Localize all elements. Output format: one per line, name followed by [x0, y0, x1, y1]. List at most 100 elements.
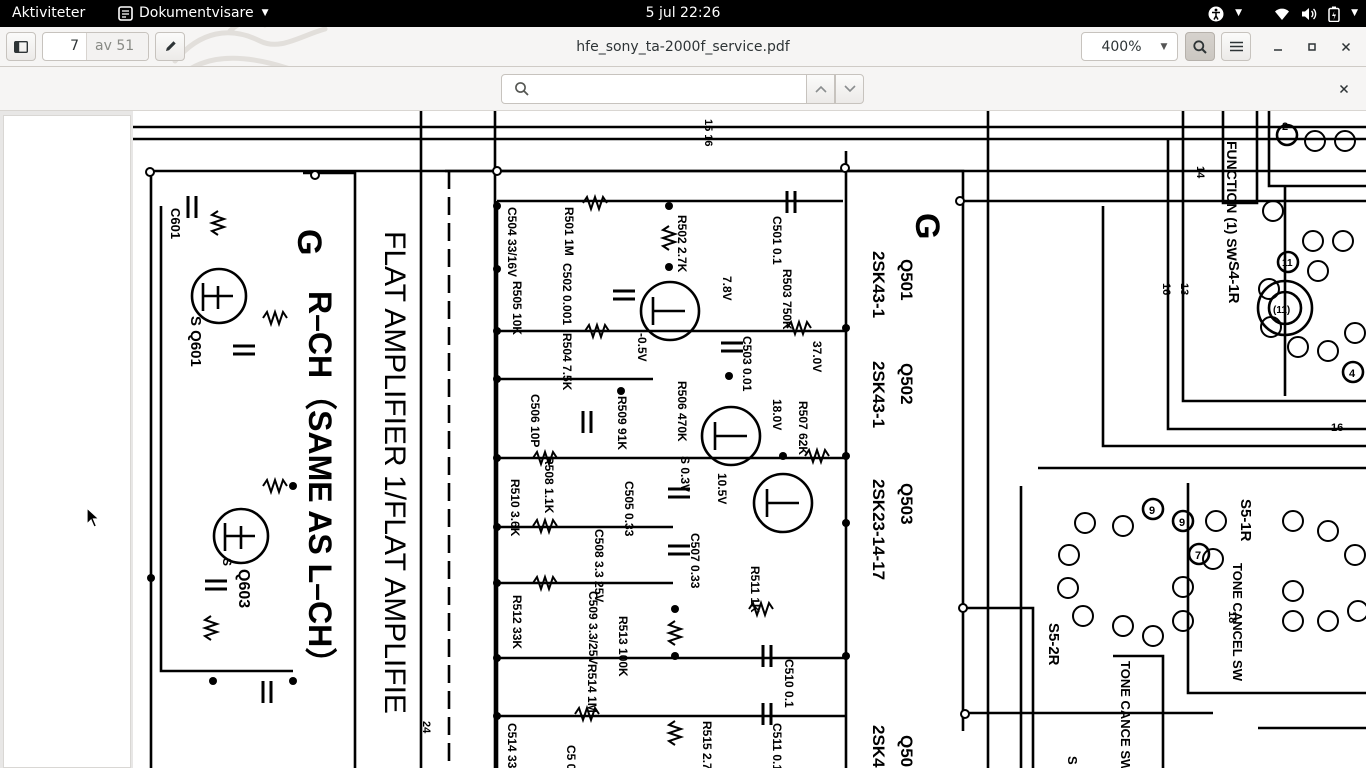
q50x-label: Q50	[897, 735, 916, 767]
r503-label: R503 750K	[780, 269, 794, 330]
document-viewer-icon	[118, 6, 133, 21]
r504-label: R504 7.5K	[560, 333, 574, 391]
r508-label: R508 1.1K	[542, 456, 556, 514]
chevron-down-icon[interactable]: ▼	[1235, 8, 1243, 18]
find-bar	[0, 67, 1366, 111]
clock-label[interactable]: 5 jul 22:26	[645, 5, 721, 21]
document-page[interactable]: G G R–CH（SAME AS L–CH） FLAT AMPLIFIER 1/…	[133, 111, 1366, 768]
wire-13-label: 13	[1178, 283, 1190, 295]
window-title-wrap: hfe_sony_ta-2000f_service.pdf	[0, 27, 1366, 66]
sidebar-toggle-button[interactable]	[6, 32, 36, 61]
pin-9a-label: 9	[1149, 505, 1155, 517]
hamburger-icon	[1229, 41, 1243, 52]
page-number-entry[interactable]: 7 av 51	[42, 32, 149, 61]
c509-label: C509 3.3/25V	[586, 591, 600, 664]
q501-label: Q501	[897, 259, 916, 301]
pin-9b-label: 9	[1179, 517, 1185, 529]
chevron-down-icon	[843, 85, 856, 93]
zoom-value[interactable]: 400%	[1101, 38, 1142, 55]
q503-label: Q503	[897, 483, 916, 525]
q503-type-label: 2SK23-14-17	[869, 479, 888, 580]
q502-type-label: 2SK43-1	[869, 361, 888, 428]
q50x-type-label: 2SK4	[869, 725, 888, 768]
r510-label: R510 3.6K	[508, 479, 522, 537]
s4-1r-label: S4-1R	[1225, 261, 1242, 304]
wire-15-16-label: 15 16	[702, 119, 714, 147]
v-18-label: 18.0V	[770, 399, 784, 430]
c502-label: C502 0.001	[560, 263, 574, 325]
c510-label: C510 0.1	[782, 659, 796, 708]
close-window-button[interactable]	[1332, 32, 1360, 61]
r506-label: R506 470K	[675, 381, 689, 442]
wire-18-label: 18	[1226, 611, 1238, 623]
c514-label: C514 33 16V	[505, 723, 519, 768]
v-105-label: 10.5V	[715, 473, 729, 504]
c504-label: C504 33/16V	[505, 207, 519, 277]
minimize-button[interactable]	[1264, 32, 1292, 61]
maximize-icon	[1308, 42, 1316, 51]
battery-icon[interactable]	[1328, 6, 1340, 22]
activities-label: Aktiviteter	[12, 5, 86, 21]
wire-14-label: 14	[1194, 166, 1206, 179]
pencil-icon	[165, 41, 176, 51]
accessibility-icon[interactable]	[1208, 6, 1224, 22]
current-page-field[interactable]: 7	[43, 33, 87, 60]
page-total-label: av 51	[87, 33, 148, 60]
s-bottom-label: S	[1065, 756, 1080, 765]
c601-label: C601	[168, 208, 183, 239]
app-menu-label: Dokumentvisare	[139, 5, 254, 21]
s5-1r-label: S5-1R	[1237, 499, 1254, 542]
rch-label: R–CH（SAME AS L–CH）	[302, 291, 338, 679]
clock: 5 jul 22:26	[0, 0, 1366, 27]
chevron-down-icon[interactable]: ▼	[1351, 8, 1358, 18]
chevron-down-icon[interactable]: ▼	[1160, 41, 1168, 52]
r512-label: R512 33K	[510, 595, 524, 649]
pin-2-label: 2	[1282, 121, 1288, 133]
c508-label: C508 3.3 25V	[592, 529, 606, 602]
schematic-drawing: G G R–CH（SAME AS L–CH） FLAT AMPLIFIER 1/…	[133, 111, 1366, 768]
wifi-icon[interactable]	[1274, 7, 1290, 21]
close-icon	[1339, 84, 1349, 94]
r501-label: R501 1M	[562, 207, 576, 256]
close-icon	[1341, 42, 1351, 51]
system-tray[interactable]: ▼ ▼	[1208, 0, 1358, 27]
thumbnail-sidebar[interactable]	[3, 115, 131, 768]
pin-4-label: 4	[1349, 368, 1356, 380]
c507-label: C507 0.33	[688, 533, 702, 589]
find-next-button[interactable]	[835, 74, 864, 104]
wire-24-label: 24	[420, 721, 432, 734]
volume-icon[interactable]	[1301, 7, 1317, 21]
maximize-button[interactable]	[1298, 32, 1326, 61]
minimize-icon	[1274, 48, 1282, 51]
close-find-bar-button[interactable]	[1334, 79, 1354, 99]
r509-label: R509 91K	[615, 396, 629, 450]
document-area: G G R–CH（SAME AS L–CH） FLAT AMPLIFIER 1/…	[0, 111, 1366, 768]
pin-11c-label: (11)	[1273, 305, 1290, 316]
tone-cancel-sw-b-label: TONE CANCE SW	[1118, 661, 1133, 768]
c511-label: C511 0.1	[770, 723, 784, 768]
search-input[interactable]	[538, 78, 798, 100]
r514-label: R514 1M	[585, 664, 599, 713]
app-menu[interactable]: Dokumentvisare ▼	[118, 0, 269, 27]
r502-label: R502 2.7K	[675, 215, 689, 273]
c506-label: C506 10P	[528, 394, 542, 447]
main-menu-button[interactable]	[1221, 32, 1251, 61]
r507-label: R507 62K	[796, 401, 810, 455]
search-field[interactable]	[501, 74, 807, 104]
c501-label: C501 0.1	[770, 216, 784, 265]
activities-button[interactable]: Aktiviteter	[12, 0, 85, 27]
chevron-up-icon	[814, 85, 827, 93]
zoom-selector[interactable]: 400% ▼	[1081, 32, 1178, 61]
r505-label: R505 10K	[510, 281, 524, 335]
flat-amp-label: FLAT AMPLIFIER 1/FLAT AMPLIFIE	[378, 231, 411, 714]
find-previous-button[interactable]	[806, 74, 835, 104]
function-sw-label: FUNCTION (1) SW	[1224, 141, 1240, 262]
annotate-button[interactable]	[155, 32, 185, 61]
q603-label: Q603	[235, 569, 252, 608]
c503-label: C503 0.01	[740, 336, 754, 392]
r515-label: R515 2.7K	[700, 721, 714, 768]
wire-16a-label: 16	[1160, 283, 1172, 295]
search-toggle-button[interactable]	[1185, 32, 1215, 61]
q601-label: S Q601	[187, 316, 204, 367]
v-gate1-label: -0.5V	[635, 333, 649, 362]
